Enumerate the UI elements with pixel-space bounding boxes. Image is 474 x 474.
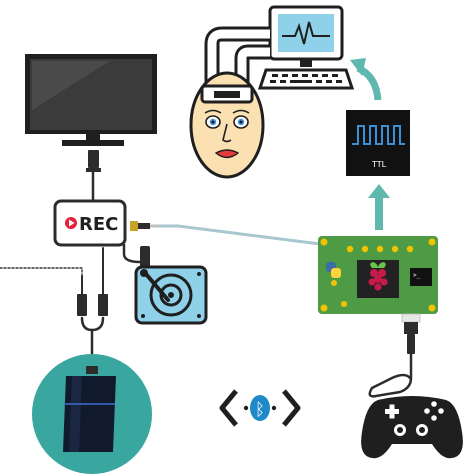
aux-cable (156, 224, 322, 246)
ttl-up-arrow (368, 184, 390, 230)
aux-plug (130, 221, 158, 231)
ttl-signal-icon: TTL (346, 110, 410, 176)
ttl-label: TTL (371, 160, 387, 169)
computer-icon (257, 5, 355, 90)
raspberry-pi-icon: >_ (318, 236, 438, 323)
python-icon (326, 262, 341, 278)
curved-arrow (350, 58, 382, 101)
hdmi-plug-top (86, 150, 101, 172)
bluetooth-symbol: ᛒ (255, 400, 265, 420)
bluetooth-icon: ᛒ (219, 389, 301, 427)
head-eeg-icon (189, 26, 270, 179)
ecg-line (282, 21, 330, 45)
gamepad-cable (368, 352, 413, 398)
gpio-pins (320, 238, 436, 312)
recorder-icon: REC (53, 199, 127, 247)
usb-plug-gamepad (404, 322, 418, 354)
monitor-icon (25, 54, 157, 146)
splitter-plugs (77, 294, 108, 316)
terminal-glyph: >_ (413, 272, 421, 279)
hard-drive-icon (134, 246, 208, 325)
dotted-cable (0, 267, 83, 277)
game-console-icon (32, 354, 152, 474)
usb-cable-drive (122, 243, 148, 264)
raspberry-logo (368, 262, 388, 291)
splitter-join (80, 316, 105, 332)
square-wave (352, 125, 405, 145)
gamepad-icon (361, 396, 463, 459)
recorder-label: REC (79, 214, 118, 235)
cables (0, 168, 413, 398)
